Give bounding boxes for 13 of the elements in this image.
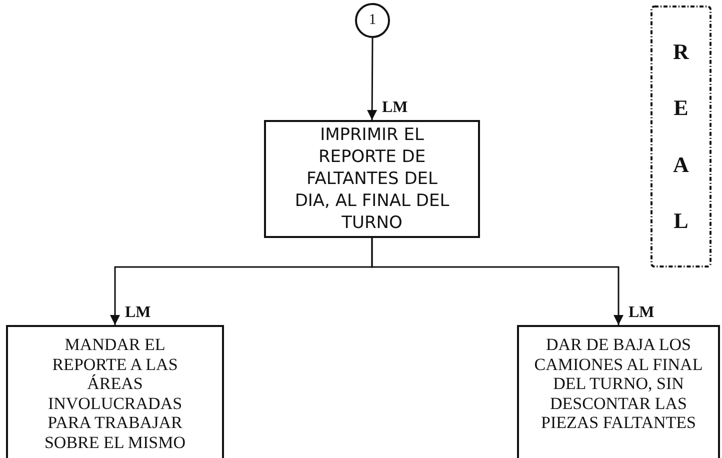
step-text: IMPRIMIR EL REPORTE DE FALTANTES DEL DIA, AL FINAL DEL TURNO	[294, 124, 450, 234]
process-box	[517, 325, 720, 458]
step-text: MANDAR EL REPORTE A LAS ÁREAS INVOLUCRADAS PARA TRABAJAR SOBRE EL MISMO	[43, 335, 187, 452]
step-text: DAR DE BAJA LOS CAMIONES AL FINAL DEL TURNO, SIN DESCONTAR LAS PIEZAS FALTANTES	[533, 335, 704, 433]
edge-label: LM	[628, 304, 654, 322]
edge-label: LM	[382, 99, 408, 117]
edge-label: LM	[125, 304, 151, 322]
arrow	[371, 238, 624, 325]
arrow	[367, 38, 378, 120]
vertical-label: REAL	[672, 38, 690, 235]
connector-number: 1	[368, 12, 376, 29]
process-box	[264, 120, 480, 238]
process-box	[6, 325, 224, 458]
